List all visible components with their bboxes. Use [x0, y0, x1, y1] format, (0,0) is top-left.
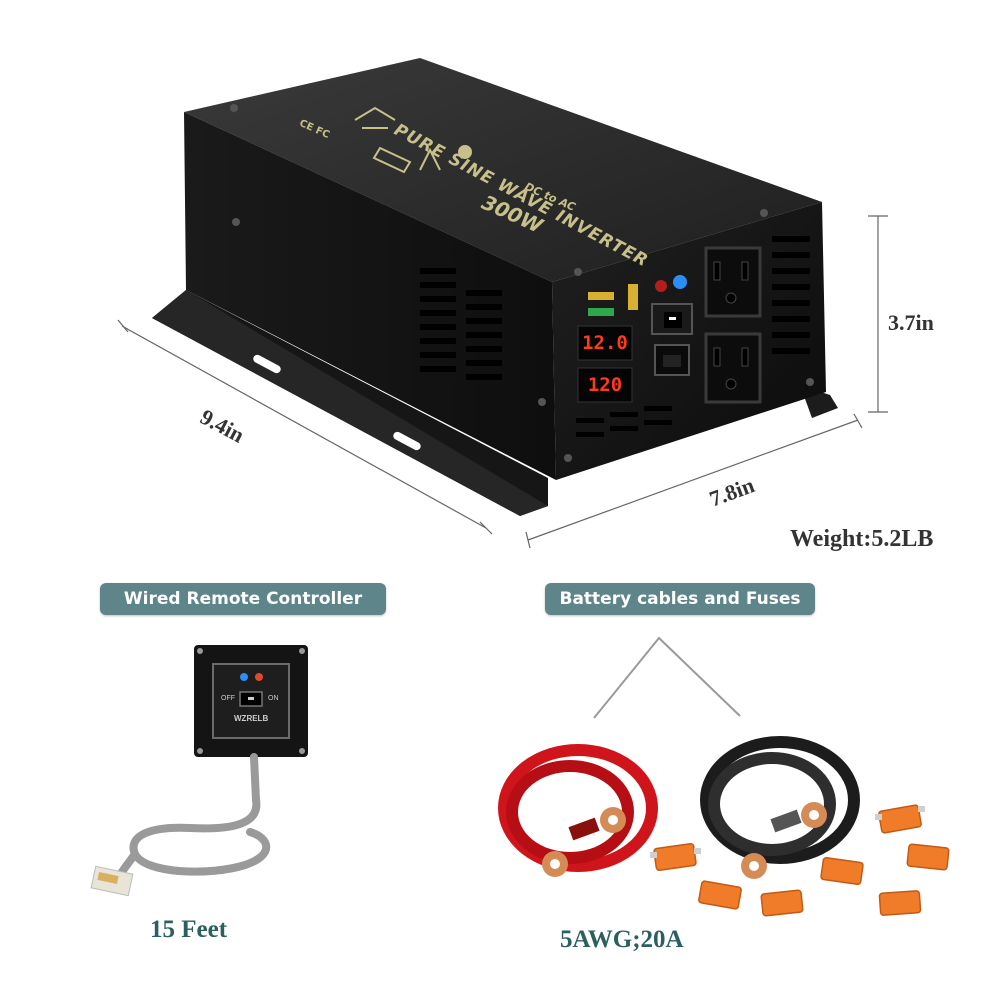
- fuses: [653, 804, 950, 917]
- remote-cable: [115, 753, 271, 884]
- side-vents: [420, 268, 502, 380]
- voltage-display: 12.0: [582, 332, 628, 354]
- bracket-line: [593, 636, 741, 719]
- ac-outlet-2: [704, 332, 762, 404]
- top-graphics: [354, 106, 472, 174]
- red-cable-lugs: [542, 807, 626, 877]
- power-switch: [651, 303, 693, 335]
- ac-outlet-1: [704, 246, 762, 318]
- front-vents: [576, 236, 810, 437]
- accessories-section-label: Battery cables and Fuses: [545, 583, 815, 615]
- remote-red-led: [255, 673, 263, 681]
- remote-blue-led: [240, 673, 248, 681]
- ac-display-frame: [577, 367, 633, 403]
- mounting-flange: [152, 290, 838, 516]
- ac-voltage-display: 120: [587, 374, 623, 396]
- black-cable-lugs: [741, 802, 827, 879]
- cable-spec-caption: 5AWG;20A: [560, 926, 684, 953]
- remote-port: [654, 344, 690, 376]
- cable-length-caption: 15 Feet: [150, 916, 228, 943]
- red-battery-cable: [498, 744, 658, 872]
- weight-label: Weight:5.2LB: [790, 526, 934, 552]
- rj45-connector: [90, 865, 134, 897]
- black-battery-cable: [700, 736, 860, 864]
- height-dimension: 3.7in: [888, 310, 934, 335]
- remote-controller-panel: [194, 645, 308, 757]
- red-led: [655, 280, 667, 292]
- inverter-top: [184, 58, 822, 282]
- blue-led: [673, 275, 687, 289]
- remote-section-label: Wired Remote Controller: [100, 583, 386, 615]
- remote-off-label: OFF: [221, 695, 235, 702]
- dimension-lines: [117, 215, 888, 549]
- remote-on-label: ON: [268, 695, 279, 702]
- voltage-display-frame: [577, 325, 633, 361]
- inverter-side: [184, 112, 556, 480]
- remote-brand: WZRELB: [234, 714, 269, 723]
